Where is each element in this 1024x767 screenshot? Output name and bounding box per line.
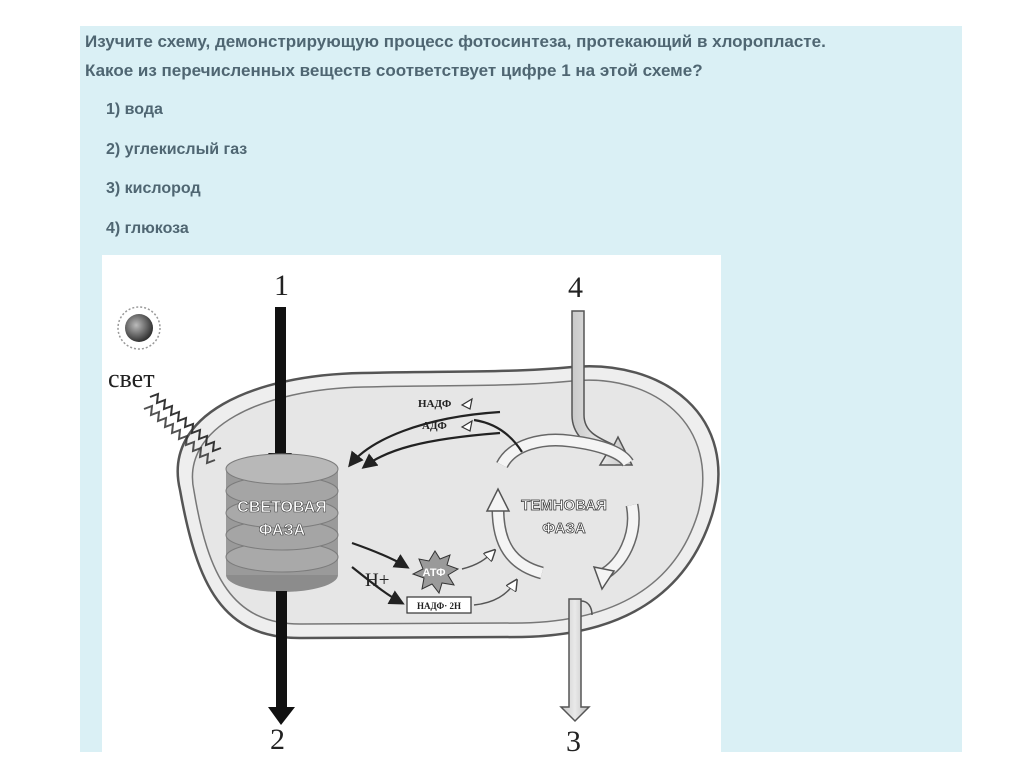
atp-label: АТФ bbox=[422, 567, 445, 579]
option-3: 3) кислород bbox=[106, 180, 201, 198]
sun-icon bbox=[118, 307, 160, 349]
nadp-label: НАДФ bbox=[418, 398, 452, 410]
adp-label: АДФ bbox=[422, 420, 447, 432]
option-4: 4) глюкоза bbox=[106, 220, 189, 238]
question-line-2: Какое из перечисленных веществ соответст… bbox=[85, 61, 703, 81]
dark-phase-line1: ТЕМНОВАЯ bbox=[521, 497, 607, 514]
light-label: свет bbox=[108, 364, 155, 393]
label-1: 1 bbox=[274, 269, 289, 302]
light-phase-line1: СВЕТОВАЯ bbox=[237, 499, 326, 516]
question-line-1: Изучите схему, демонстрирующую процесс ф… bbox=[85, 32, 826, 52]
h-plus-label: Н+ bbox=[365, 570, 389, 591]
label-4: 4 bbox=[568, 271, 583, 304]
option-1: 1) вода bbox=[106, 101, 163, 119]
light-phase-line2: ФАЗА bbox=[259, 522, 306, 539]
dark-phase-line2: ФАЗА bbox=[542, 520, 586, 537]
nadph-label: НАДФ· 2Н bbox=[417, 601, 461, 611]
photosynthesis-diagram: свет 1 СВЕТОВАЯ ФАЗА 2 bbox=[102, 255, 721, 752]
label-3: 3 bbox=[566, 725, 581, 752]
option-2: 2) углекислый газ bbox=[106, 141, 247, 159]
label-2: 2 bbox=[270, 723, 285, 752]
